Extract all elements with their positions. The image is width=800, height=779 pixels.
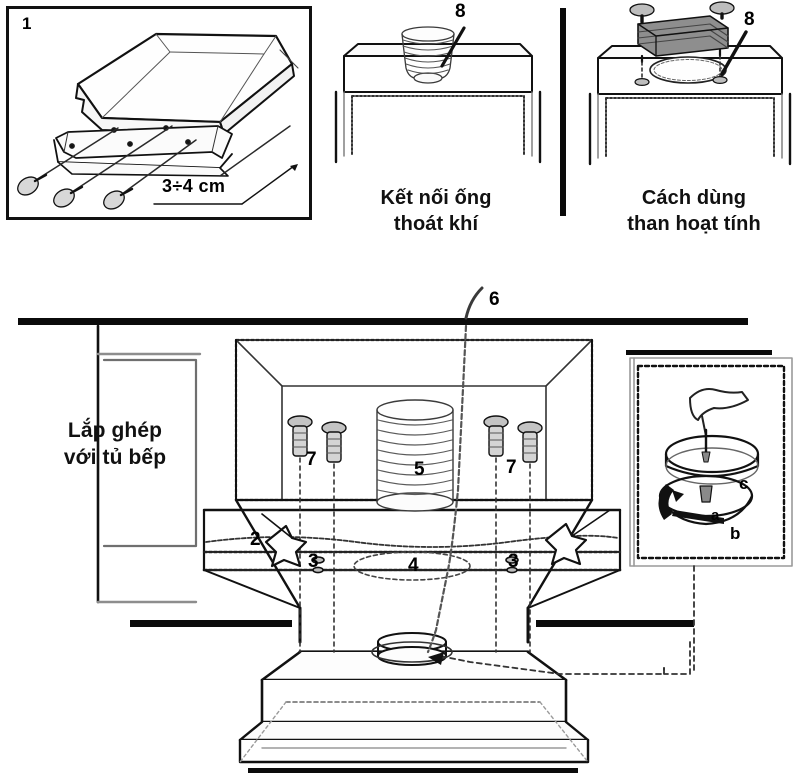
main-cabinet-label: Lắp ghép với tủ bếp xyxy=(63,419,167,469)
inset-label-b: b xyxy=(730,524,741,543)
callout-3-nut-right: 3 xyxy=(508,551,519,572)
panel-1-number: 1 xyxy=(22,14,32,33)
callout-4-cutout: 4 xyxy=(408,555,419,576)
panel-3-caption: Cách dùng than hoạt tính xyxy=(627,187,761,235)
panel-3-illustration xyxy=(588,1,792,166)
panel-1-dimension-label: 3÷4 cm xyxy=(162,176,226,196)
panel-2-caption: Kết nối ống thoát khí xyxy=(380,187,492,235)
panel-3-callout-8: 8 xyxy=(744,9,755,30)
inset-label-c: c xyxy=(739,474,749,493)
panel-2-illustration xyxy=(334,26,542,164)
inset-label-a: a xyxy=(711,507,720,524)
callout-7-screws-right: 7 xyxy=(506,457,517,478)
panel-2-callout-8: 8 xyxy=(455,1,466,22)
callout-6-power-cable: 6 xyxy=(489,289,500,310)
callout-7-screws-left: 7 xyxy=(306,449,317,470)
panel-divider-bar xyxy=(560,8,566,216)
main-assembly-illustration xyxy=(18,286,793,773)
panel-1-illustration xyxy=(17,32,299,210)
callout-3-nut-left: 3 xyxy=(308,551,319,572)
callout-2-wing-screw: 2 xyxy=(250,529,261,550)
callout-5-flexible-duct: 5 xyxy=(414,459,425,480)
